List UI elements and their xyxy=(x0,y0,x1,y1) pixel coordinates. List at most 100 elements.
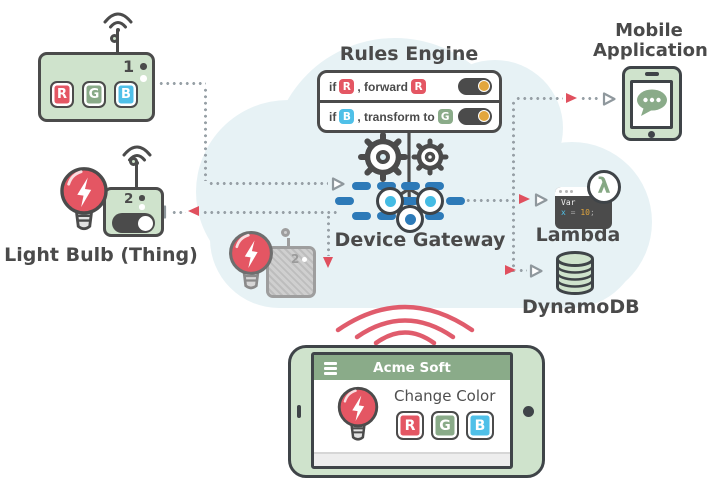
camera-icon xyxy=(297,405,301,418)
arrowhead-open-right xyxy=(529,264,543,278)
gateway-node-pill xyxy=(377,212,396,220)
light-bulb-label: Light Bulb (Thing) xyxy=(4,244,198,266)
wifi-icon xyxy=(103,12,133,32)
antenna-icon xyxy=(110,34,119,43)
home-button[interactable] xyxy=(523,406,534,417)
toggle-knob xyxy=(477,109,490,122)
line-branch-vertical xyxy=(512,100,515,272)
device-gateway-label: Device Gateway xyxy=(334,229,506,251)
code-var: x xyxy=(561,208,566,217)
arrowhead-red-right xyxy=(519,194,530,204)
line-to-dynamodb xyxy=(518,269,527,272)
indicator-dot xyxy=(139,195,145,201)
gateway-node-pill xyxy=(335,197,354,205)
antenna-icon xyxy=(281,228,290,237)
b-button[interactable]: B xyxy=(114,81,138,108)
arrowhead-open-right xyxy=(534,193,548,207)
gateway-node-circle xyxy=(416,187,444,215)
gateway-node-pill xyxy=(352,182,371,190)
gear-icon-small xyxy=(411,138,449,176)
antenna-icon xyxy=(116,30,119,54)
line-device1-down xyxy=(204,87,207,181)
toggle-knob xyxy=(477,79,490,92)
app-title: Acme Soft xyxy=(373,359,451,376)
footer-bar xyxy=(314,452,510,466)
rule-row-2: if B , transform to G xyxy=(320,100,499,130)
gateway-node-circle xyxy=(396,205,424,233)
rule-text: , transform to xyxy=(357,109,435,124)
line-gateway-to-thing xyxy=(171,211,186,214)
mobile-application-label: Mobile Application xyxy=(593,20,708,61)
toggle-knob xyxy=(137,215,153,231)
gateway-node-pill xyxy=(400,197,419,205)
change-color-heading: Change Color xyxy=(394,387,496,405)
device-number: 2 xyxy=(291,252,300,266)
arrowhead-red-down xyxy=(323,257,333,268)
indicator-dot xyxy=(140,63,147,70)
rule-keyword: if xyxy=(329,109,337,124)
device-number: 1 xyxy=(123,57,135,76)
line-gateway-to-thing xyxy=(202,211,338,214)
device-number: 2 xyxy=(124,191,134,207)
antenna-icon xyxy=(129,157,138,166)
arrowhead-open-right xyxy=(602,92,616,106)
g-button[interactable]: G xyxy=(431,411,459,440)
antenna-icon xyxy=(135,163,138,189)
r-button[interactable]: R xyxy=(396,411,424,440)
rule-condition-badge: B xyxy=(339,109,355,124)
light-bulb-icon xyxy=(60,167,108,231)
gateway-node-pill xyxy=(425,182,444,190)
dynamodb-label: DynamoDB xyxy=(522,296,640,318)
rule-row-1: if R , forward R xyxy=(320,73,499,100)
b-button[interactable]: B xyxy=(466,411,494,440)
arrowhead-red-right xyxy=(505,265,516,275)
lambda-label: Lambda xyxy=(535,224,621,246)
rule-condition-badge: R xyxy=(339,79,355,94)
device-1: 1 R G B xyxy=(38,52,155,122)
gateway-node-pill xyxy=(352,212,371,220)
rule-result-badge: R xyxy=(411,79,427,94)
rule-result-badge: G xyxy=(437,109,453,124)
gateway-node-pill xyxy=(446,197,465,205)
light-bulb-icon xyxy=(229,230,273,290)
gateway-node-pill xyxy=(425,212,444,220)
phone-home-button xyxy=(648,131,655,138)
arrowhead-open-right xyxy=(331,177,345,191)
r-button[interactable]: R xyxy=(50,81,74,108)
g-button[interactable]: G xyxy=(82,81,106,108)
chat-bubble-icon xyxy=(637,89,667,116)
rule-toggle[interactable] xyxy=(458,108,492,125)
tablet-screen: Acme Soft Change Color R G B xyxy=(311,352,513,469)
phone-screen xyxy=(630,80,673,129)
line-to-mobile xyxy=(515,97,563,100)
phone-speaker xyxy=(645,72,659,76)
power-toggle[interactable] xyxy=(112,213,155,233)
arrowhead-red-right xyxy=(566,93,577,103)
line-gateway-right xyxy=(452,199,514,202)
code-line-2: x = 10; xyxy=(555,208,612,218)
hamburger-menu-icon[interactable] xyxy=(324,362,337,377)
gateway-node-pill xyxy=(377,182,396,190)
light-bulb-icon xyxy=(337,386,379,441)
rules-engine-title: Rules Engine xyxy=(339,43,479,65)
code-line-1: Var xyxy=(561,198,576,207)
antenna-icon xyxy=(287,238,290,248)
app-header: Acme Soft xyxy=(314,355,510,380)
rule-text: , forward xyxy=(357,79,409,94)
rules-engine-box: if R , forward R if B , transform to G xyxy=(317,70,502,133)
line-device1-out xyxy=(158,82,206,85)
indicator-dot xyxy=(140,75,147,82)
line-device1-to-gateway xyxy=(208,182,328,185)
code-window-dots xyxy=(555,187,612,196)
line-to-mobile xyxy=(580,97,600,100)
rule-toggle[interactable] xyxy=(458,78,492,95)
rule-keyword: if xyxy=(329,79,337,94)
wifi-signal-icon xyxy=(335,304,475,346)
indicator-dot xyxy=(139,204,145,210)
mobile-label-line1: Mobile xyxy=(615,20,683,41)
phone-icon xyxy=(622,66,682,141)
lambda-badge-icon: λ xyxy=(587,170,621,204)
mobile-label-line2: Application xyxy=(593,40,708,61)
line-to-shadow xyxy=(327,214,330,256)
